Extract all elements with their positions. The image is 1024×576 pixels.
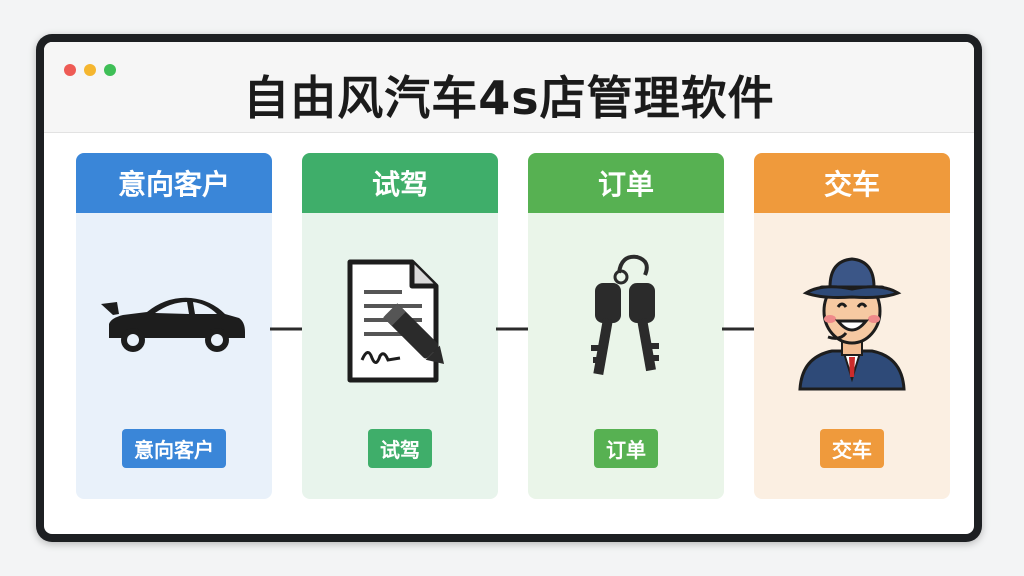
- stage-card-test-drive[interactable]: 试驾: [302, 153, 498, 499]
- stage-header: 订单: [528, 153, 724, 213]
- app-title: 自由风汽车4s店管理软件: [243, 71, 775, 125]
- stage-header: 意向客户: [76, 153, 272, 213]
- close-window-button[interactable]: [64, 64, 76, 76]
- stage-card-order[interactable]: 订单 订单: [528, 153, 724, 499]
- minimize-window-button[interactable]: [84, 64, 96, 76]
- app-window: 自由风汽车4s店管理软件 意向客户 意: [44, 42, 974, 534]
- car-keys-icon: [528, 253, 724, 393]
- signed-document-icon: [302, 253, 498, 393]
- stage-badge-button[interactable]: 意向客户: [122, 429, 226, 468]
- stage-badge-button[interactable]: 交车: [820, 429, 884, 468]
- stage-card-prospect[interactable]: 意向客户 意向客户: [76, 153, 272, 499]
- monitor-frame: 自由风汽车4s店管理软件 意向客户 意: [36, 34, 982, 542]
- stage-badge-button[interactable]: 订单: [594, 429, 658, 468]
- stage-badge-button[interactable]: 试驾: [368, 429, 432, 468]
- title-bar: 自由风汽车4s店管理软件: [44, 42, 974, 133]
- maximize-window-button[interactable]: [104, 64, 116, 76]
- stage-header: 交车: [754, 153, 950, 213]
- stage-body: 试驾: [302, 213, 498, 499]
- stage-body: 订单: [528, 213, 724, 499]
- stage-header: 试驾: [302, 153, 498, 213]
- car-icon: [76, 253, 272, 393]
- stage-body: 意向客户: [76, 213, 272, 499]
- stage-body: 交车: [754, 213, 950, 499]
- stage-card-delivery[interactable]: 交车: [754, 153, 950, 499]
- happy-customer-icon: [754, 253, 950, 393]
